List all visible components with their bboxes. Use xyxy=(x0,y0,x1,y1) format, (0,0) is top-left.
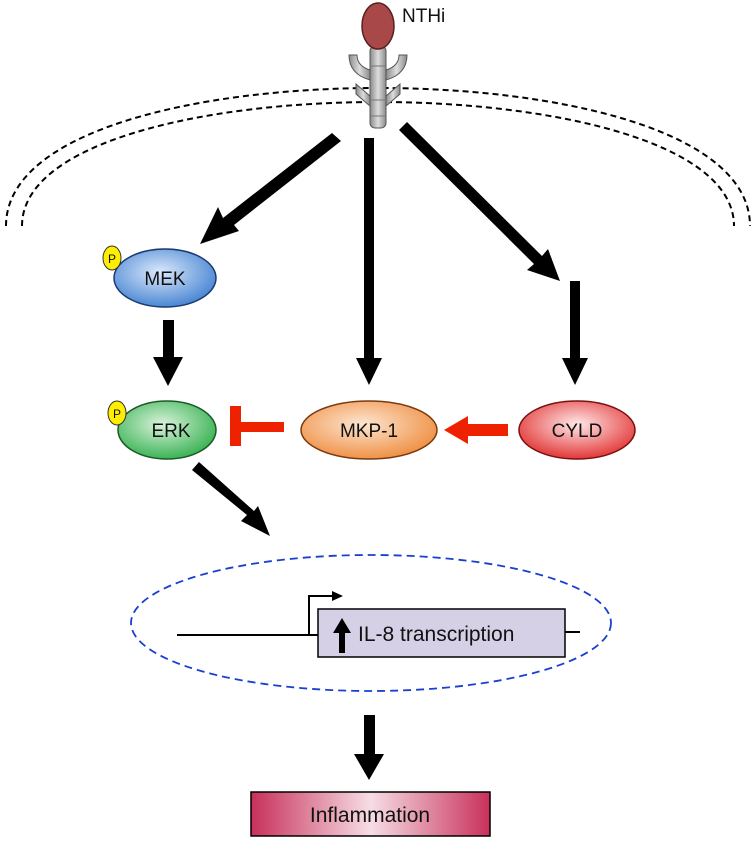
arrow-receptor-to-mek xyxy=(200,133,341,244)
cyld-label: CYLD xyxy=(552,421,603,442)
mek-phospho-label: P xyxy=(108,252,116,266)
dna-strand xyxy=(177,631,580,636)
up-arrow-icon xyxy=(333,618,351,653)
arrow-cyld-to-mkp1 xyxy=(444,416,508,444)
erk-ellipse xyxy=(117,400,217,460)
ligand: NTHi xyxy=(361,2,445,50)
inflammation-rect xyxy=(250,791,491,837)
mek-phospho-icon xyxy=(102,245,122,271)
arrow-receptor-to-mkp1 xyxy=(356,138,382,385)
arrow-to-inflammation xyxy=(354,715,384,780)
mkp1-ellipse xyxy=(300,400,438,460)
erk-phospho-icon xyxy=(107,400,127,426)
activation-arrows xyxy=(153,122,588,780)
inflammation-label: Inflammation xyxy=(310,804,430,827)
gene-box-rect xyxy=(317,608,566,658)
transcription-start-icon xyxy=(308,591,343,635)
cyld-ellipse xyxy=(518,400,636,460)
mek-ellipse xyxy=(113,248,217,308)
nucleus-outline xyxy=(130,554,612,692)
ligand-icon xyxy=(361,2,395,50)
arrow-erk-to-nucleus xyxy=(192,462,270,536)
mek-label: MEK xyxy=(144,269,186,290)
gene-label: IL-8 transcription xyxy=(358,623,514,646)
ligand-label: NTHi xyxy=(402,6,445,27)
arrow-receptor-to-cyld xyxy=(399,122,560,281)
receptor-icon xyxy=(348,45,408,129)
node-erk: ERK P xyxy=(107,400,217,460)
node-mkp1: MKP-1 xyxy=(300,400,438,460)
node-mek: MEK P xyxy=(102,245,217,308)
erk-phospho-label: P xyxy=(113,407,121,421)
inhibition-mkp1-to-erk xyxy=(230,406,284,446)
node-cyld: CYLD xyxy=(518,400,636,460)
gene-box: IL-8 transcription xyxy=(317,608,566,658)
mkp1-label: MKP-1 xyxy=(340,421,398,442)
arrow-mek-to-erk xyxy=(153,320,183,386)
arrow-to-cyld-lower xyxy=(562,281,588,385)
erk-label: ERK xyxy=(151,421,190,442)
inflammation-box: Inflammation xyxy=(250,791,491,837)
